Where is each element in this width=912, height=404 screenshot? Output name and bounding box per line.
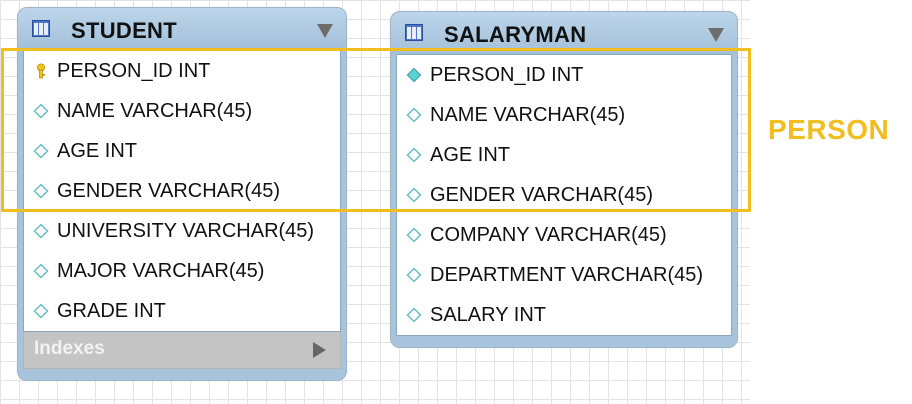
column-row[interactable]: SALARY INT <box>397 295 731 335</box>
column-label: GENDER VARCHAR(45) <box>57 179 280 202</box>
indexes-label: Indexes <box>34 338 105 359</box>
column-row[interactable]: GRADE INT <box>24 291 340 331</box>
column-diamond-icon <box>33 103 49 119</box>
column-diamond-icon <box>33 223 49 239</box>
column-label: PERSON_ID INT <box>57 59 211 82</box>
column-diamond-icon <box>33 263 49 279</box>
column-label: AGE INT <box>430 143 511 166</box>
column-diamond-icon <box>33 303 49 319</box>
column-label: NAME VARCHAR(45) <box>57 99 253 122</box>
primary-key-icon <box>37 63 45 79</box>
column-diamond-icon <box>406 307 422 323</box>
table-icon <box>32 20 50 37</box>
column-row[interactable]: UNIVERSITY VARCHAR(45) <box>24 211 340 251</box>
column-diamond-icon <box>406 107 422 123</box>
column-label: NAME VARCHAR(45) <box>430 103 626 126</box>
column-row[interactable]: COMPANY VARCHAR(45) <box>397 215 731 255</box>
column-diamond-icon <box>406 147 422 163</box>
column-diamond-icon <box>33 183 49 199</box>
column-row[interactable]: MAJOR VARCHAR(45) <box>24 251 340 291</box>
column-label: SALARY INT <box>430 303 546 326</box>
column-row[interactable]: NAME VARCHAR(45) <box>24 91 340 131</box>
column-row[interactable]: DEPARTMENT VARCHAR(45) <box>397 255 731 295</box>
person-group-label: PERSON <box>768 114 890 145</box>
column-diamond-icon <box>406 227 422 243</box>
expand-arrow-icon[interactable] <box>313 342 326 358</box>
student-column-list: PERSON_ID INT NAME VARCHAR(45) AGE INT G… <box>23 50 341 332</box>
filled-diamond-icon <box>406 67 422 83</box>
column-label: PERSON_ID INT <box>430 63 584 86</box>
column-row[interactable]: AGE INT <box>397 135 731 175</box>
table-footer <box>18 369 346 380</box>
column-label: MAJOR VARCHAR(45) <box>57 259 265 282</box>
collapse-icon[interactable] <box>708 28 724 42</box>
column-label: DEPARTMENT VARCHAR(45) <box>430 263 704 286</box>
column-diamond-icon <box>406 187 422 203</box>
salaryman-table-title: SALARYMAN <box>444 22 587 47</box>
student-table-header[interactable]: STUDENT <box>18 8 346 50</box>
column-row[interactable]: AGE INT <box>24 131 340 171</box>
column-row[interactable]: GENDER VARCHAR(45) <box>24 171 340 211</box>
column-row[interactable]: PERSON_ID INT <box>24 51 340 91</box>
column-row[interactable]: NAME VARCHAR(45) <box>397 95 731 135</box>
column-label: UNIVERSITY VARCHAR(45) <box>57 219 315 242</box>
column-label: AGE INT <box>57 139 138 162</box>
salaryman-table-header[interactable]: SALARYMAN <box>391 12 737 54</box>
column-label: GENDER VARCHAR(45) <box>430 183 653 206</box>
column-diamond-icon <box>406 267 422 283</box>
salaryman-table[interactable]: SALARYMAN PERSON_ID INT NAME VARCHAR(45)… <box>390 11 738 348</box>
column-row[interactable]: PERSON_ID INT <box>397 55 731 95</box>
column-label: GRADE INT <box>57 299 166 322</box>
column-diamond-icon <box>33 143 49 159</box>
table-footer <box>391 336 737 347</box>
column-row[interactable]: GENDER VARCHAR(45) <box>397 175 731 215</box>
indexes-section[interactable]: Indexes <box>23 332 341 369</box>
salaryman-column-list: PERSON_ID INT NAME VARCHAR(45) AGE INT G… <box>396 54 732 336</box>
student-table-title: STUDENT <box>71 18 177 43</box>
column-label: COMPANY VARCHAR(45) <box>430 223 667 246</box>
table-icon <box>405 24 423 41</box>
student-table[interactable]: STUDENT PERSON_ID INT NAME VARCHAR(45) A… <box>17 7 347 381</box>
collapse-icon[interactable] <box>317 24 333 38</box>
